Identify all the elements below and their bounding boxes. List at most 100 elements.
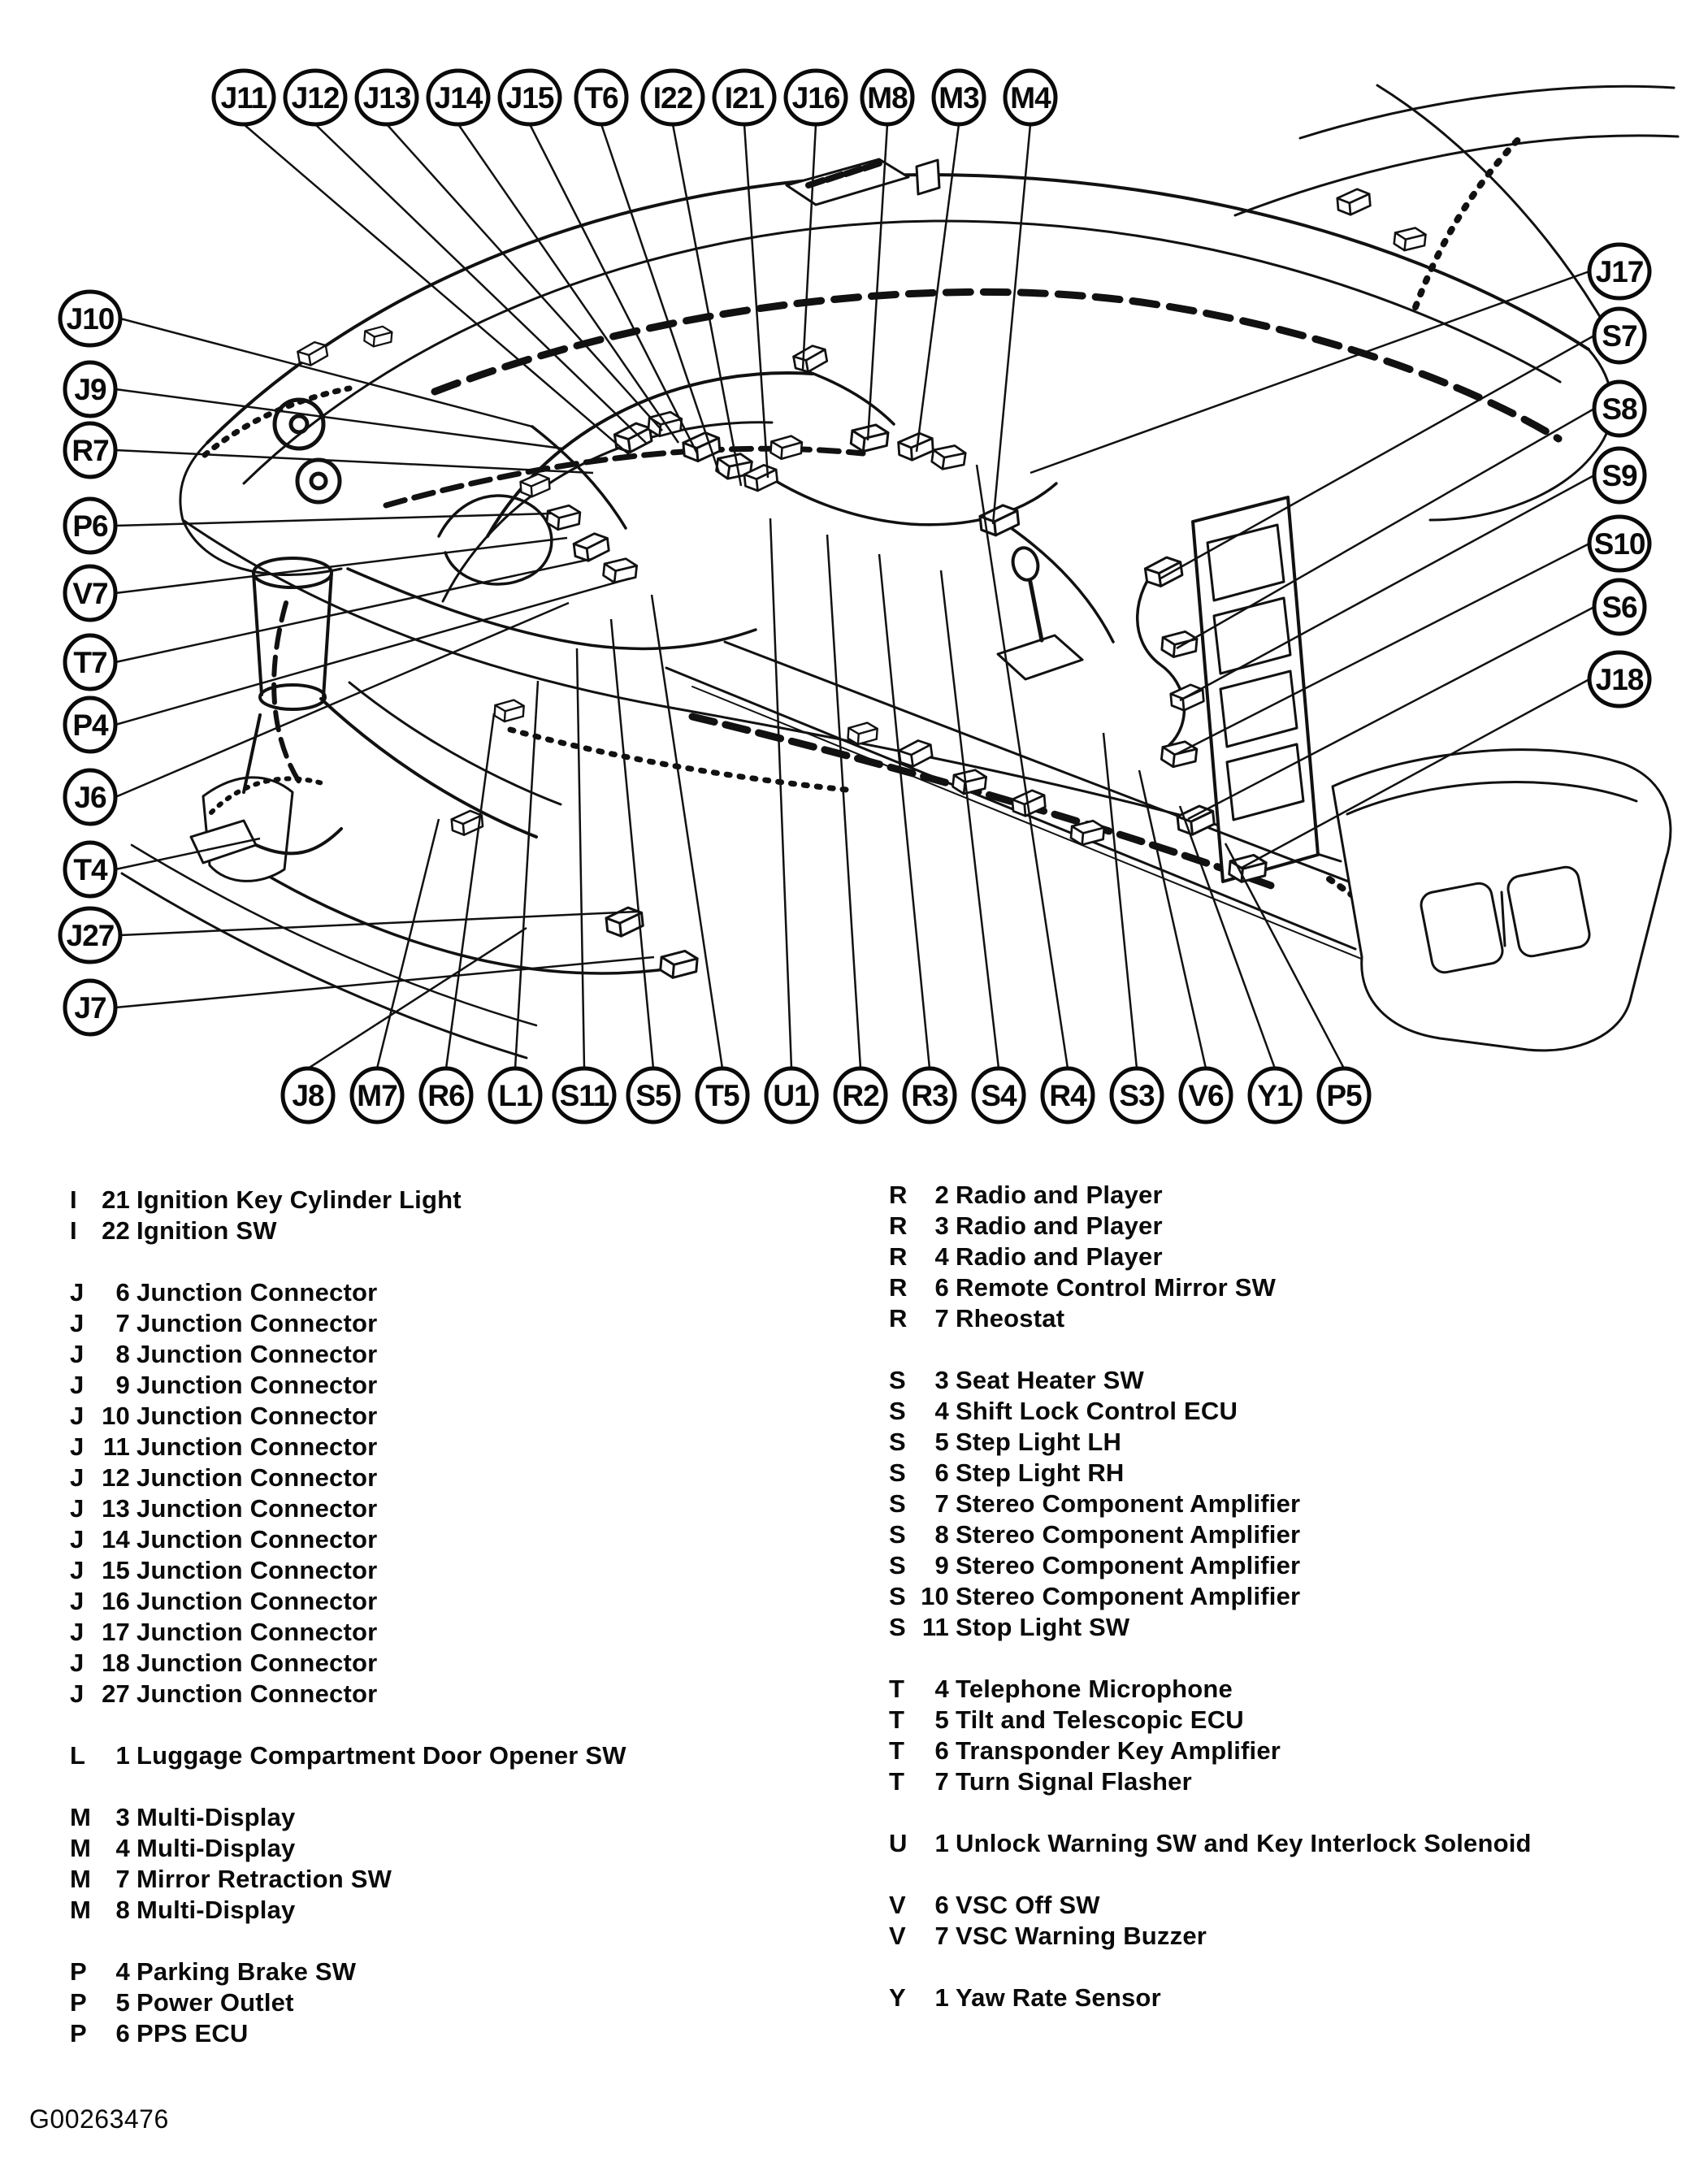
- legend-number: 1: [115, 1741, 130, 1770]
- callout-J18: J18: [1587, 650, 1652, 708]
- legend-letter: J: [70, 1371, 85, 1399]
- legend-letter: V: [889, 1922, 906, 1950]
- leader-M4: [991, 124, 1032, 525]
- callout-label: S4: [981, 1079, 1017, 1112]
- legend-component-name: Unlock Warning SW and Key Interlock Sole…: [956, 1829, 1532, 1857]
- leader-J11: [243, 124, 631, 456]
- legend-number: 17: [102, 1618, 130, 1646]
- legend-component-name: Multi-Display: [137, 1834, 296, 1862]
- steering-column: [252, 397, 562, 838]
- callout-label: R6: [427, 1079, 465, 1112]
- callout-M8: M8: [860, 68, 915, 127]
- callout-J15: J15: [497, 68, 562, 127]
- legend-number: 13: [102, 1494, 130, 1523]
- pedal-and-microphone: [189, 713, 343, 882]
- callout-R6: R6: [418, 1066, 474, 1124]
- leader-S3: [1102, 732, 1138, 1069]
- callout-V7: V7: [63, 564, 118, 622]
- leader-R4: [975, 464, 1069, 1069]
- leader-P4: [115, 577, 631, 726]
- legend-letter: S: [889, 1428, 906, 1456]
- legend-number: 7: [934, 1767, 949, 1796]
- leader-J15: [528, 124, 699, 454]
- legend-letter: Y: [889, 1983, 906, 2012]
- callout-label: T5: [705, 1079, 739, 1112]
- legend-letter: S: [889, 1551, 906, 1580]
- leader-V7: [115, 536, 568, 595]
- legend-component-name: Mirror Retraction SW: [137, 1865, 392, 1893]
- legend-number: 1: [934, 1829, 949, 1857]
- callout-P6: P6: [63, 496, 118, 555]
- callout-label: V7: [72, 577, 107, 610]
- legend-number: 4: [115, 1957, 130, 1986]
- legend-number: 8: [115, 1896, 130, 1924]
- legend-letter: P: [70, 1957, 87, 1986]
- legend-number: 7: [115, 1865, 130, 1893]
- callout-label: S5: [635, 1079, 671, 1112]
- legend-component-name: Junction Connector: [137, 1494, 378, 1523]
- legend-number: 3: [115, 1803, 130, 1831]
- legend-number: 7: [934, 1489, 949, 1518]
- legend-number: 14: [102, 1525, 130, 1554]
- legend-component-name: Junction Connector: [137, 1463, 378, 1492]
- leader-R2: [826, 534, 862, 1069]
- legend-number: 8: [115, 1340, 130, 1368]
- legend-number: 7: [115, 1309, 130, 1337]
- callout-label: J9: [74, 373, 106, 406]
- leader-J16: [801, 124, 817, 370]
- leader-S4: [939, 570, 1000, 1069]
- legend-number: 1: [934, 1983, 949, 2012]
- legend-component-name: Stereo Component Amplifier: [956, 1551, 1301, 1580]
- legend-letter: J: [70, 1679, 85, 1708]
- callout-J10: J10: [58, 289, 123, 348]
- callout-label: S7: [1602, 319, 1636, 353]
- callout-label: R7: [72, 434, 108, 467]
- leader-T4: [115, 837, 261, 871]
- callout-label: T6: [584, 81, 618, 115]
- legend-number: 2: [934, 1181, 949, 1209]
- legend-component-name: Multi-Display: [137, 1803, 296, 1831]
- windshield-lines: [1233, 84, 1680, 327]
- leader-J27: [119, 910, 639, 937]
- legend-component-name: Junction Connector: [137, 1340, 378, 1368]
- legend-letter: M: [70, 1896, 92, 1924]
- callout-label: S11: [560, 1079, 609, 1112]
- leader-J14: [457, 124, 680, 444]
- callout-M3: M3: [931, 68, 986, 127]
- callout-T4: T4: [63, 840, 118, 899]
- legend-number: 5: [115, 1988, 130, 2017]
- legend-letter: M: [70, 1803, 92, 1831]
- legend-component-name: Junction Connector: [137, 1402, 378, 1430]
- callout-S6: S6: [1592, 578, 1647, 636]
- callout-S10: S10: [1587, 514, 1652, 573]
- legend-letter: S: [889, 1613, 906, 1641]
- legend-number: 7: [934, 1922, 949, 1950]
- legend-number: 4: [115, 1834, 130, 1862]
- callout-label: P4: [72, 708, 109, 742]
- legend-number: 6: [934, 1273, 949, 1302]
- legend-letter: S: [889, 1489, 906, 1518]
- legend-component-name: Luggage Compartment Door Opener SW: [137, 1741, 626, 1770]
- callout-R3: R3: [902, 1066, 957, 1124]
- legend-letter: T: [889, 1675, 905, 1703]
- legend-number: 8: [934, 1520, 949, 1549]
- callout-label: P5: [1326, 1079, 1362, 1112]
- legend-component-name: Radio and Player: [956, 1181, 1163, 1209]
